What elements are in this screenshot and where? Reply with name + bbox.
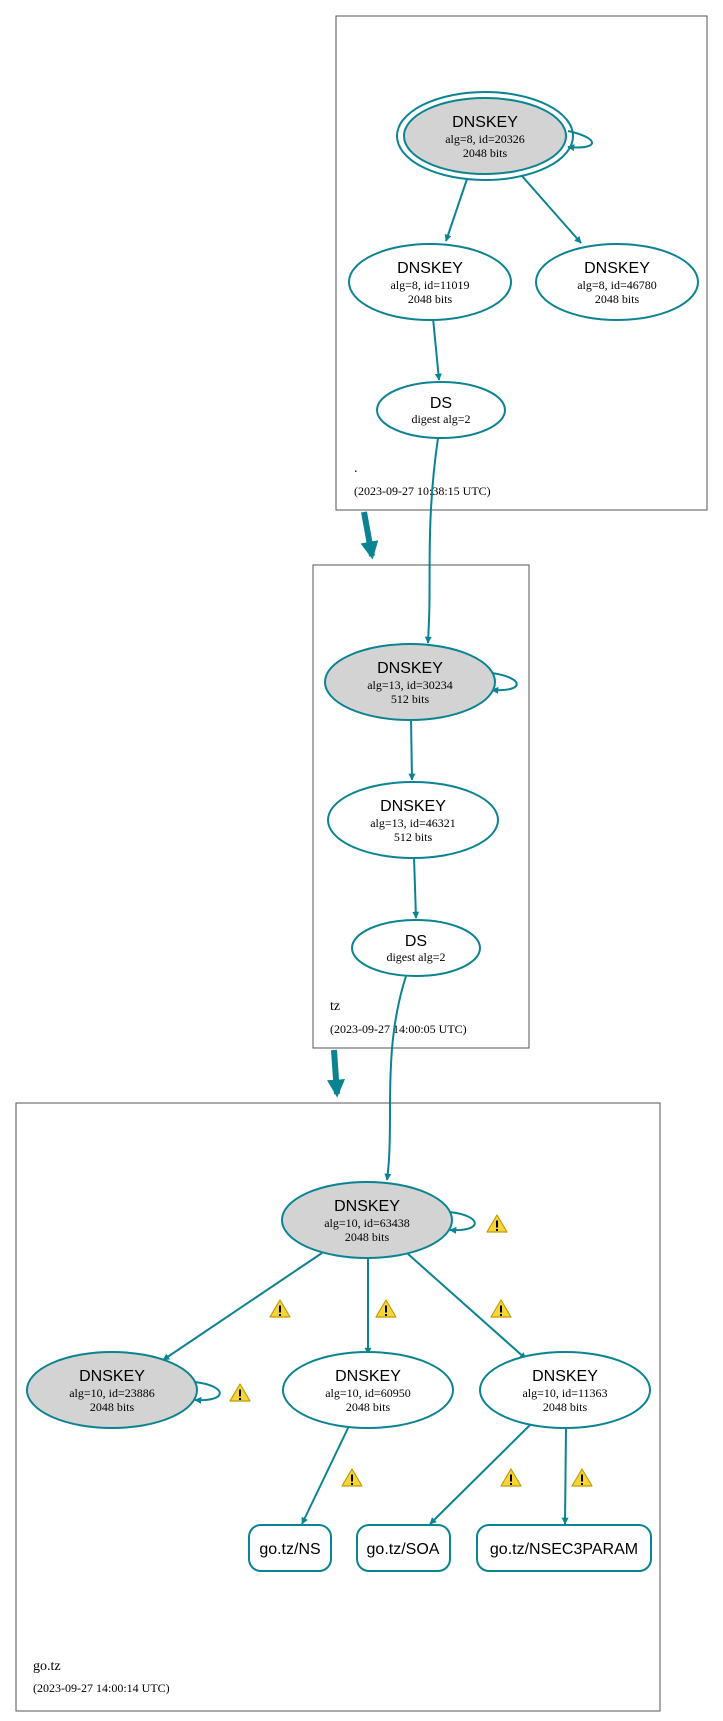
node-root-ds[interactable]: DS digest alg=2 — [376, 381, 506, 439]
node-root-ds-line1: digest alg=2 — [411, 412, 470, 426]
zone-tz-name: tz — [330, 999, 340, 1014]
zone-gotz-name: go.tz — [33, 1659, 61, 1674]
edge-root-ksk-to-zsk1 — [444, 178, 468, 242]
edge-root-zsk1-to-ds — [432, 317, 442, 381]
zone-gotz-timestamp: (2023-09-27 14:00:14 UTC) — [33, 1681, 170, 1695]
edge-root-ds-to-tz-ksk — [424, 437, 439, 644]
node-gotz-ksk[interactable]: DNSKEY alg=10, id=63438 2048 bits — [281, 1181, 453, 1259]
edges — [162, 130, 593, 1525]
warning-icon[interactable] — [490, 1299, 512, 1318]
node-gotz-k3-line2: 2048 bits — [543, 1400, 588, 1414]
node-root-ksk[interactable]: DNSKEY alg=8, id=20326 2048 bits — [396, 91, 574, 181]
edge-gotz-ksk-to-k3 — [407, 1253, 527, 1360]
node-root-ksk-title: DNSKEY — [452, 114, 518, 131]
node-gotz-k3[interactable]: DNSKEY alg=10, id=11363 2048 bits — [479, 1351, 651, 1429]
node-tz-ds-line1: digest alg=2 — [386, 950, 445, 964]
node-root-ksk-line1: alg=8, id=20326 — [445, 132, 525, 146]
node-tz-zsk[interactable]: DNSKEY alg=13, id=46321 512 bits — [327, 781, 499, 859]
node-gotz-k2-title: DNSKEY — [335, 1368, 401, 1385]
rrset-ns-label: go.tz/NS — [259, 1541, 320, 1558]
edge-gotz-k3-to-soa — [429, 1424, 531, 1525]
edge-tz-ksk-to-zsk — [408, 717, 416, 781]
node-root-zsk1-line1: alg=8, id=11019 — [390, 278, 469, 292]
edge-tz-ksk-self — [491, 672, 518, 694]
rrset-nsec3param-label: go.tz/NSEC3PARAM — [490, 1541, 638, 1558]
node-tz-zsk-line1: alg=13, id=46321 — [370, 816, 456, 830]
warning-icon[interactable] — [375, 1299, 397, 1318]
node-root-zsk2-line2: 2048 bits — [595, 292, 640, 306]
zone-tz-box — [312, 564, 530, 1049]
rrset-ns[interactable]: go.tz/NS — [248, 1524, 332, 1572]
node-gotz-ksk-line1: alg=10, id=63438 — [324, 1216, 410, 1230]
rrset-soa[interactable]: go.tz/SOA — [356, 1524, 451, 1572]
edge-gotz-k1-self — [194, 1381, 221, 1404]
node-root-zsk2-line1: alg=8, id=46780 — [577, 278, 657, 292]
node-tz-ksk-line1: alg=13, id=30234 — [367, 678, 453, 692]
node-tz-ksk[interactable]: DNSKEY alg=13, id=30234 512 bits — [324, 643, 496, 721]
node-root-zsk1[interactable]: DNSKEY alg=8, id=11019 2048 bits — [348, 243, 512, 321]
zone-root-timestamp: (2023-09-27 10:38:15 UTC) — [354, 484, 491, 498]
edge-gotz-k3-to-nsec3param — [561, 1427, 569, 1525]
edge-tz-zsk-to-ds — [412, 856, 420, 919]
node-tz-ds-title: DS — [405, 933, 427, 950]
node-gotz-k2-line2: 2048 bits — [346, 1400, 391, 1414]
node-gotz-k2[interactable]: DNSKEY alg=10, id=60950 2048 bits — [282, 1351, 454, 1429]
node-tz-zsk-line2: 512 bits — [394, 830, 433, 844]
node-gotz-k1-line1: alg=10, id=23886 — [69, 1386, 155, 1400]
zone-gotz-box — [15, 1102, 661, 1712]
zone-tz: tz (2023-09-27 14:00:05 UTC) — [312, 564, 530, 1049]
node-tz-ksk-title: DNSKEY — [377, 660, 443, 677]
node-gotz-k1[interactable]: DNSKEY alg=10, id=23886 2048 bits — [26, 1351, 198, 1429]
node-root-zsk2[interactable]: DNSKEY alg=8, id=46780 2048 bits — [535, 243, 699, 321]
node-gotz-ksk-title: DNSKEY — [334, 1198, 400, 1215]
warning-icon[interactable] — [229, 1383, 251, 1402]
delegation-arrow-tz-to-gotz — [327, 1049, 345, 1098]
warning-icon[interactable] — [341, 1468, 363, 1487]
edge-tz-ds-to-gotz-ksk — [384, 975, 407, 1181]
node-gotz-k3-title: DNSKEY — [532, 1368, 598, 1385]
zone-gotz: go.tz (2023-09-27 14:00:14 UTC) — [15, 1102, 661, 1712]
rrset-soa-label: go.tz/SOA — [367, 1541, 440, 1558]
node-gotz-k2-line1: alg=10, id=60950 — [325, 1386, 411, 1400]
warning-icon[interactable] — [571, 1468, 593, 1487]
node-root-ksk-line2: 2048 bits — [463, 146, 508, 160]
zone-root-box — [335, 15, 708, 511]
edge-root-ksk-to-zsk2 — [521, 175, 582, 244]
warning-icon[interactable] — [486, 1214, 508, 1233]
edge-root-ksk-self — [567, 130, 593, 152]
zone-root: . (2023-09-27 10:38:15 UTC) — [335, 15, 708, 511]
warning-icon[interactable] — [269, 1299, 291, 1318]
zone-tz-timestamp: (2023-09-27 14:00:05 UTC) — [330, 1022, 467, 1036]
edge-gotz-ksk-to-k1 — [162, 1252, 323, 1361]
node-gotz-ksk-line2: 2048 bits — [345, 1230, 390, 1244]
node-tz-ds[interactable]: DS digest alg=2 — [351, 919, 481, 977]
zone-root-name: . — [354, 461, 358, 476]
node-root-zsk2-title: DNSKEY — [584, 260, 650, 277]
warning-icon[interactable] — [500, 1468, 522, 1487]
node-gotz-k1-title: DNSKEY — [79, 1368, 145, 1385]
node-gotz-k1-line2: 2048 bits — [90, 1400, 135, 1414]
node-tz-zsk-title: DNSKEY — [380, 798, 446, 815]
node-root-zsk1-title: DNSKEY — [397, 260, 463, 277]
node-tz-ksk-line2: 512 bits — [391, 692, 430, 706]
rrset-nsec3param[interactable]: go.tz/NSEC3PARAM — [476, 1524, 652, 1572]
node-gotz-k3-line1: alg=10, id=11363 — [522, 1386, 607, 1400]
node-root-zsk1-line2: 2048 bits — [408, 292, 453, 306]
edge-gotz-k2-to-ns — [301, 1425, 350, 1525]
edge-gotz-ksk-self — [449, 1211, 476, 1234]
node-root-ds-title: DS — [430, 395, 452, 412]
delegation-arrow-root-to-tz — [360, 511, 379, 560]
